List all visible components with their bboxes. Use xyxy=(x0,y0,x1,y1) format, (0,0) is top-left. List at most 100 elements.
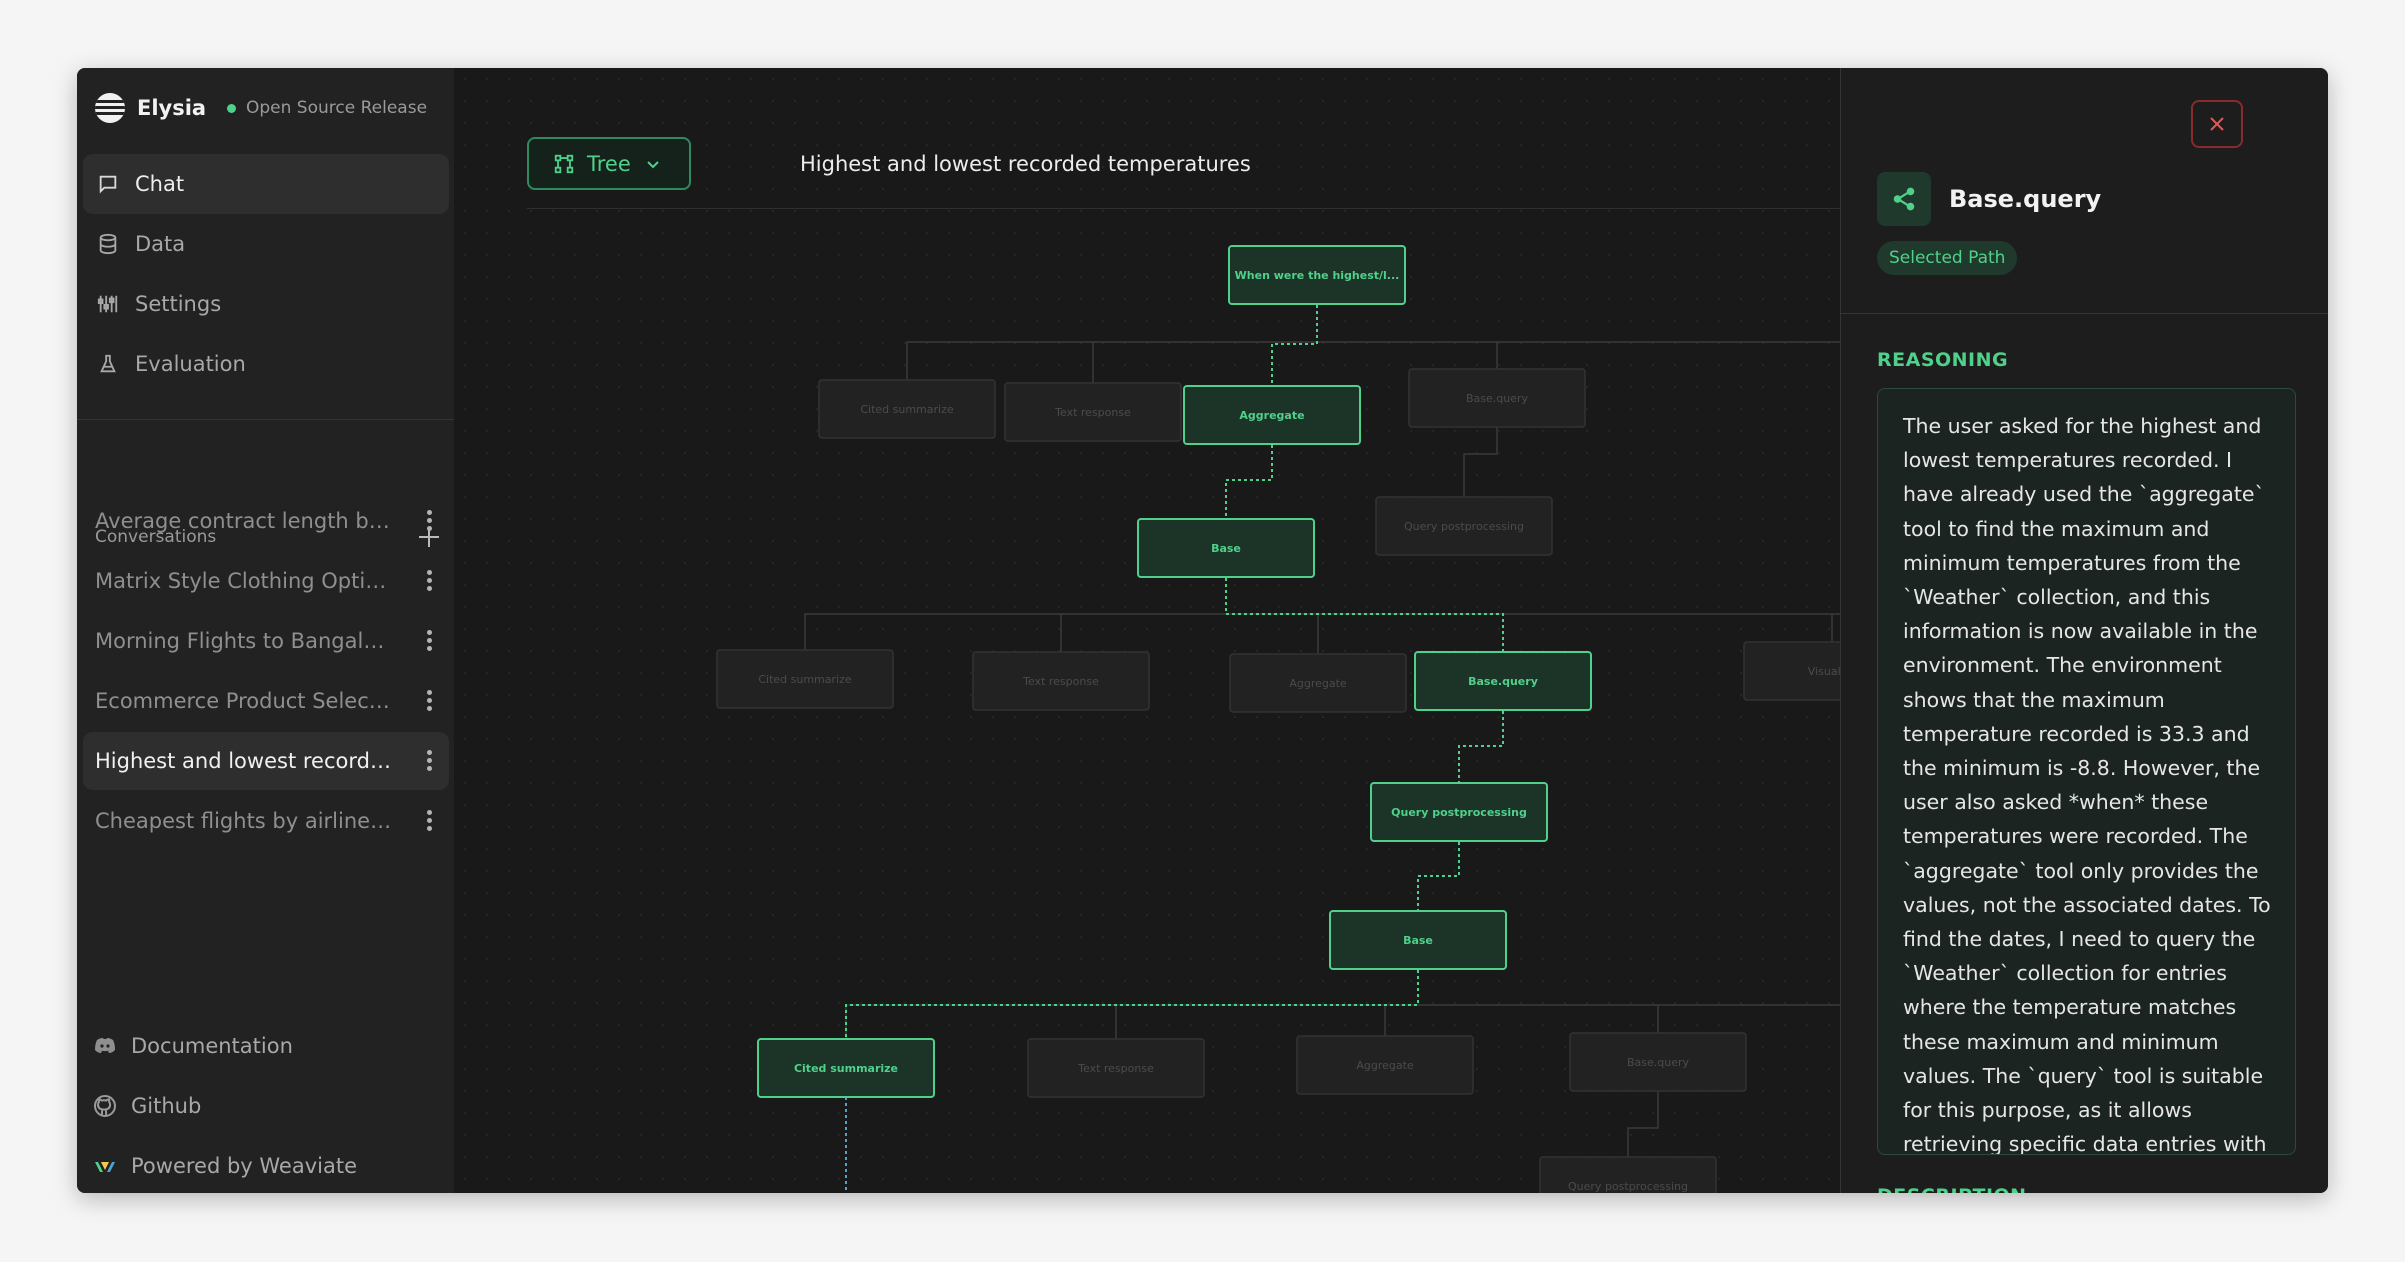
tree-node-box xyxy=(1229,653,1407,713)
tree-node-label: Cited summarize xyxy=(860,403,954,416)
tree-node-box xyxy=(1004,382,1182,442)
tree-node-box xyxy=(1228,245,1406,305)
decision-tree[interactable]: When were the highest/l... Cited summariz… xyxy=(454,68,1840,1193)
discord-icon xyxy=(95,1038,115,1053)
more-options-icon[interactable] xyxy=(427,630,433,652)
github-icon xyxy=(94,1095,116,1117)
nav-item-chat[interactable]: Chat xyxy=(83,154,449,214)
tree-node-label: Text response xyxy=(1077,1062,1154,1075)
conversation-label: Average contract length by ... xyxy=(95,509,395,533)
reasoning-label: REASONING xyxy=(1877,349,2009,371)
conversation-item[interactable]: Ecommerce Product Selecti... xyxy=(83,672,449,730)
tree-node[interactable]: Text response xyxy=(1027,1038,1205,1098)
node-details-panel: Base.query Selected Path REASONING The u… xyxy=(1840,68,2328,1193)
tree-node-selected[interactable]: Base.query xyxy=(1414,651,1592,711)
conversation-label: Morning Flights to Bangalore xyxy=(95,629,395,653)
nav-item-evaluation[interactable]: Evaluation xyxy=(83,334,449,394)
conversation-item[interactable]: Matrix Style Clothing Options xyxy=(83,552,449,610)
nav-item-settings[interactable]: Settings xyxy=(83,274,449,334)
elysia-logo-icon xyxy=(95,93,125,123)
tree-node[interactable]: Query postprocessing xyxy=(1539,1156,1717,1193)
selected-path-edge xyxy=(1225,548,1504,681)
selected-path-edge xyxy=(1417,812,1460,940)
tree-node-selected[interactable]: Cited summarize xyxy=(757,1038,935,1098)
tree-node[interactable]: Aggregate xyxy=(1229,653,1407,713)
view-mode-dropdown[interactable]: Tree xyxy=(527,137,691,190)
tree-node-box xyxy=(757,1038,935,1098)
footer-label: Documentation xyxy=(131,1034,293,1058)
tree-node-selected[interactable]: When were the highest/l... xyxy=(1228,245,1406,305)
tree-node-box xyxy=(1743,641,1840,701)
tree-node-selected[interactable]: Base xyxy=(1329,910,1507,970)
tree-node-selected[interactable]: Query postprocessing xyxy=(1370,782,1548,842)
tree-node[interactable]: Base.query xyxy=(1408,368,1586,428)
more-options-icon[interactable] xyxy=(427,690,433,712)
documentation-link[interactable]: Documentation xyxy=(93,1026,293,1066)
tree-node[interactable]: Base.query xyxy=(1569,1032,1747,1092)
tree-node[interactable]: Visualise xyxy=(1743,641,1840,701)
chevron-down-icon xyxy=(647,160,659,168)
more-options-icon[interactable] xyxy=(427,750,433,772)
release-label: Open Source Release xyxy=(246,98,428,118)
tree-node-box xyxy=(1296,1035,1474,1095)
sliders-icon xyxy=(97,295,118,313)
tree-node-box xyxy=(1370,782,1548,842)
weaviate-icon xyxy=(95,1162,115,1172)
reasoning-text: The user asked for the highest and lowes… xyxy=(1877,388,2296,1155)
nav-item-label: Chat xyxy=(135,172,185,196)
flask-icon xyxy=(100,354,116,373)
tree-node-selected[interactable]: Base xyxy=(1137,518,1315,578)
tree-node-label: Cited summarize xyxy=(794,1062,898,1075)
conversation-item[interactable]: Cheapest flights by airline a... xyxy=(83,792,449,850)
app-name: Elysia xyxy=(137,96,207,120)
tree-node-label: When were the highest/l... xyxy=(1235,269,1400,282)
more-options-icon[interactable] xyxy=(427,570,433,592)
weaviate-link[interactable]: Powered by Weaviate xyxy=(93,1146,357,1186)
tree-node-selected[interactable]: Aggregate xyxy=(1183,385,1361,445)
github-link[interactable]: Github xyxy=(93,1086,201,1126)
tree-node[interactable]: Text response xyxy=(1004,382,1182,442)
more-options-icon[interactable] xyxy=(427,510,433,532)
conversation-title: Highest and lowest recorded temperatures xyxy=(800,152,1251,176)
tree-node-label: Text response xyxy=(1054,406,1131,419)
sidebar-divider xyxy=(77,419,454,420)
tree-node-label: Cited summarize xyxy=(758,673,852,686)
view-mode-label: Tree xyxy=(587,151,631,176)
tree-node[interactable]: Cited summarize xyxy=(818,379,996,439)
nav-item-data[interactable]: Data xyxy=(83,214,449,274)
brand[interactable]: Elysia xyxy=(95,88,206,128)
tree-node[interactable]: Text response xyxy=(972,651,1150,711)
conversation-label: Matrix Style Clothing Options xyxy=(95,569,395,593)
tree-node-box xyxy=(1539,1156,1717,1193)
tree-node-label: Base.query xyxy=(1627,1056,1690,1069)
nav-item-label: Evaluation xyxy=(135,352,246,376)
add-conversation-icon[interactable] xyxy=(418,526,440,548)
tree-node-box xyxy=(1027,1038,1205,1098)
tree-node-box xyxy=(1569,1032,1747,1092)
tree-node[interactable]: Aggregate xyxy=(1296,1035,1474,1095)
tree-node-box xyxy=(1408,368,1586,428)
conversation-item[interactable]: Average contract length by ... xyxy=(83,492,449,550)
nav-item-label: Settings xyxy=(135,292,222,316)
footer-label: Powered by Weaviate xyxy=(131,1154,357,1178)
nav-item-label: Data xyxy=(135,232,186,256)
database-icon xyxy=(99,233,117,255)
selected-path-edge xyxy=(1458,681,1504,812)
conversation-item-active[interactable]: Highest and lowest recorde... xyxy=(83,732,449,790)
tree-node-box xyxy=(1183,385,1361,445)
tree-node-label: Base.query xyxy=(1468,675,1538,688)
tree-node-box xyxy=(818,379,996,439)
conversation-item[interactable]: Morning Flights to Bangalore xyxy=(83,612,449,670)
tree-node-box xyxy=(1414,651,1592,711)
tree-node-label: Aggregate xyxy=(1289,677,1347,690)
close-button[interactable] xyxy=(2191,100,2243,148)
conversations-title: Conversations xyxy=(95,527,217,547)
tree-node[interactable]: Cited summarize xyxy=(716,649,894,709)
node-type-badge xyxy=(1877,172,1931,226)
tree-node-label: Query postprocessing xyxy=(1404,520,1524,533)
status-dot-icon xyxy=(227,103,236,113)
more-options-icon[interactable] xyxy=(427,810,433,832)
conversation-label: Cheapest flights by airline a... xyxy=(95,809,395,833)
tree-node-box xyxy=(1329,910,1507,970)
tree-node[interactable]: Query postprocessing xyxy=(1375,496,1553,556)
